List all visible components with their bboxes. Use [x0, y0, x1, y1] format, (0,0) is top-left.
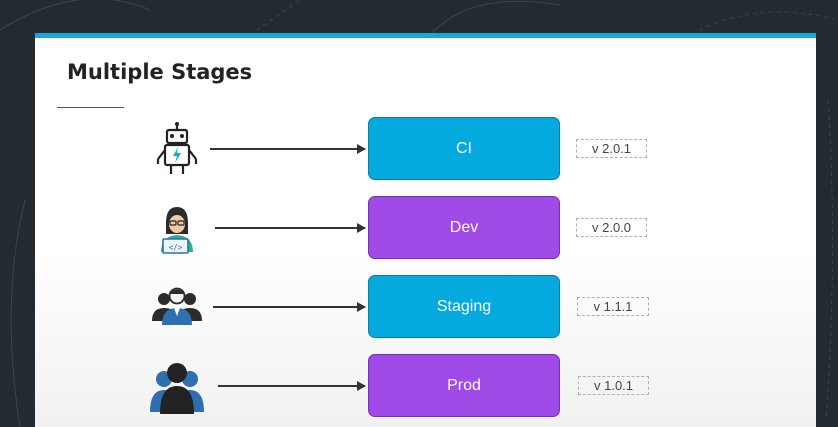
- robot-icon: [147, 121, 207, 177]
- svg-text:</>: </>: [169, 243, 183, 252]
- stage-box-ci[interactable]: CI: [368, 117, 560, 180]
- slide-title: Multiple Stages: [67, 60, 253, 84]
- arrow-connector: [218, 381, 366, 391]
- stage-row-prod: Prod v 1.0.1: [35, 354, 816, 418]
- arrow-connector: [213, 302, 366, 312]
- users-group-icon: [147, 358, 207, 414]
- arrow-connector: [215, 223, 366, 233]
- title-underline: [57, 107, 124, 108]
- developer-icon: </>: [147, 200, 207, 256]
- stage-row-ci: CI v 2.0.1: [35, 117, 816, 181]
- stage-row-staging: Staging v 1.1.1: [35, 275, 816, 339]
- version-badge-staging: v 1.1.1: [577, 297, 649, 316]
- stage-box-staging[interactable]: Staging: [368, 275, 560, 338]
- version-badge-ci: v 2.0.1: [576, 139, 647, 158]
- slide: Multiple Stages CI v 2.0.1: [35, 33, 816, 427]
- version-badge-dev: v 2.0.0: [576, 218, 647, 237]
- version-badge-prod: v 1.0.1: [578, 376, 649, 395]
- team-icon: [147, 279, 207, 335]
- stage-row-dev: </> Dev v 2.0.0: [35, 196, 816, 260]
- arrow-connector: [210, 144, 366, 154]
- stage-box-dev[interactable]: Dev: [368, 196, 560, 259]
- stage-box-prod[interactable]: Prod: [368, 354, 560, 417]
